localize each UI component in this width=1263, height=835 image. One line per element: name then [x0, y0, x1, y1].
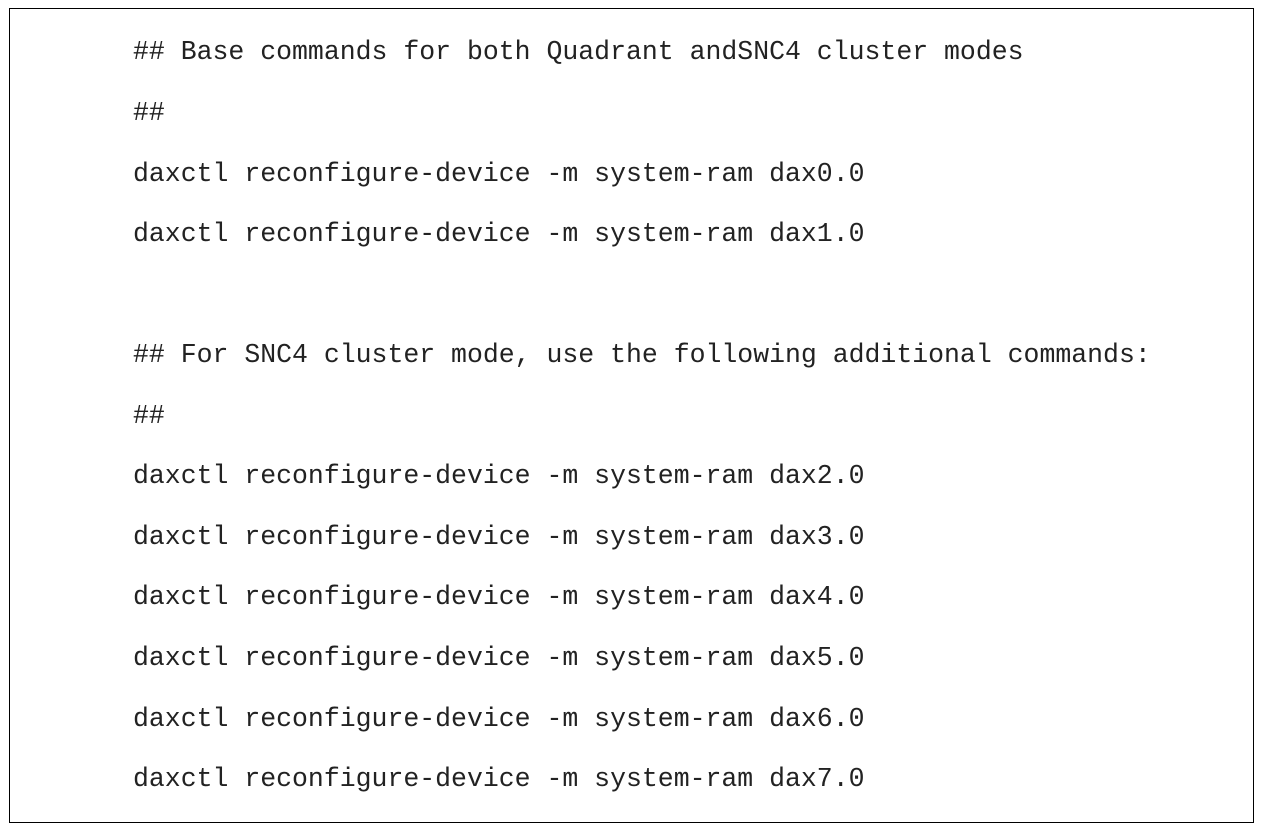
- comment-line-snc4-commands: ## For SNC4 cluster mode, use the follow…: [133, 340, 1151, 370]
- command-line-dax3: daxctl reconfigure-device -m system-ram …: [133, 522, 865, 552]
- command-line-dax6: daxctl reconfigure-device -m system-ram …: [133, 704, 865, 734]
- command-line-dax1: daxctl reconfigure-device -m system-ram …: [133, 219, 865, 249]
- command-line-dax2: daxctl reconfigure-device -m system-ram …: [133, 461, 865, 491]
- comment-line-empty-marker: ##: [133, 401, 165, 431]
- comment-line-empty-marker: ##: [133, 98, 165, 128]
- code-block: ## Base commands for both Quadrant andSN…: [9, 8, 1254, 823]
- command-line-dax5: daxctl reconfigure-device -m system-ram …: [133, 643, 865, 673]
- command-line-dax0: daxctl reconfigure-device -m system-ram …: [133, 159, 865, 189]
- command-line-dax7: daxctl reconfigure-device -m system-ram …: [133, 764, 865, 794]
- command-line-dax4: daxctl reconfigure-device -m system-ram …: [133, 582, 865, 612]
- comment-line-base-commands: ## Base commands for both Quadrant andSN…: [133, 37, 1024, 67]
